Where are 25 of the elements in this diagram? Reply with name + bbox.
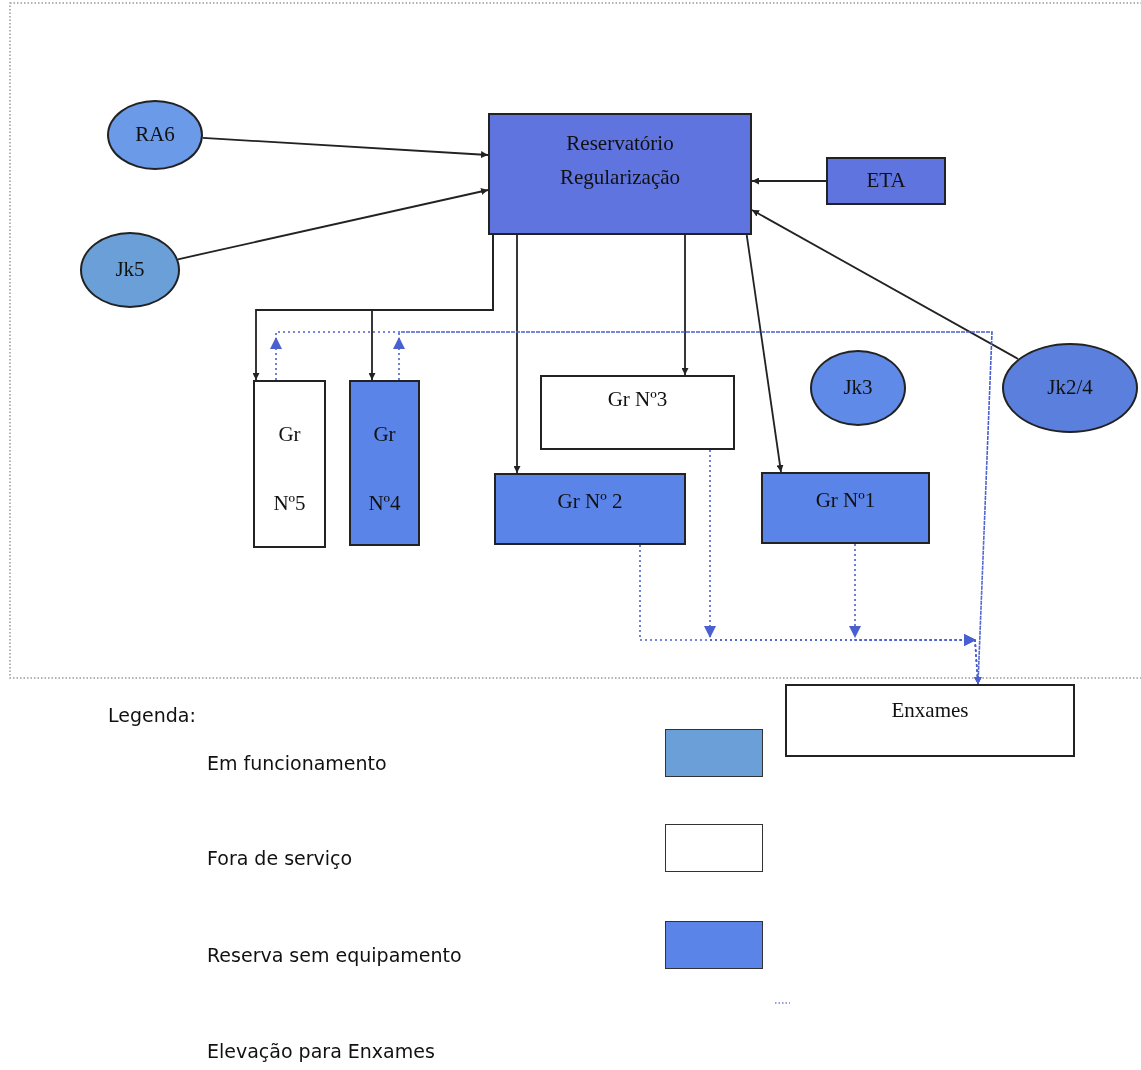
process-box [349, 380, 420, 546]
process-box [540, 375, 735, 450]
process-box [494, 473, 686, 545]
node-label: Jk2/4 [1047, 375, 1093, 401]
node-label: Gr Nº 2 [557, 489, 623, 515]
legend-label: Elevação para Enxames [207, 1040, 435, 1062]
node-label: Jk3 [843, 375, 873, 401]
node-label: Gr Nº5 [272, 421, 307, 518]
node-label: ETA [866, 168, 906, 194]
legend-label: Em funcionamento [207, 752, 387, 774]
process-box [488, 113, 752, 235]
process-box [761, 472, 930, 544]
node-label: Enxames [891, 698, 969, 724]
legend-label: Reserva sem equipamento [207, 944, 462, 966]
process-box [826, 157, 946, 205]
legend-title: Legenda: [108, 704, 196, 726]
node-label: Gr Nº3 [607, 387, 668, 413]
process-box [785, 684, 1075, 757]
node-label: Reservatório Regularização [558, 130, 682, 191]
process-box [253, 380, 326, 548]
node-label: RA6 [135, 122, 175, 148]
legend-label: Fora de serviço [207, 847, 353, 869]
node-label: Gr Nº4 [367, 421, 402, 518]
node-label: Jk5 [115, 257, 145, 283]
node-label: Gr Nº1 [815, 488, 876, 514]
